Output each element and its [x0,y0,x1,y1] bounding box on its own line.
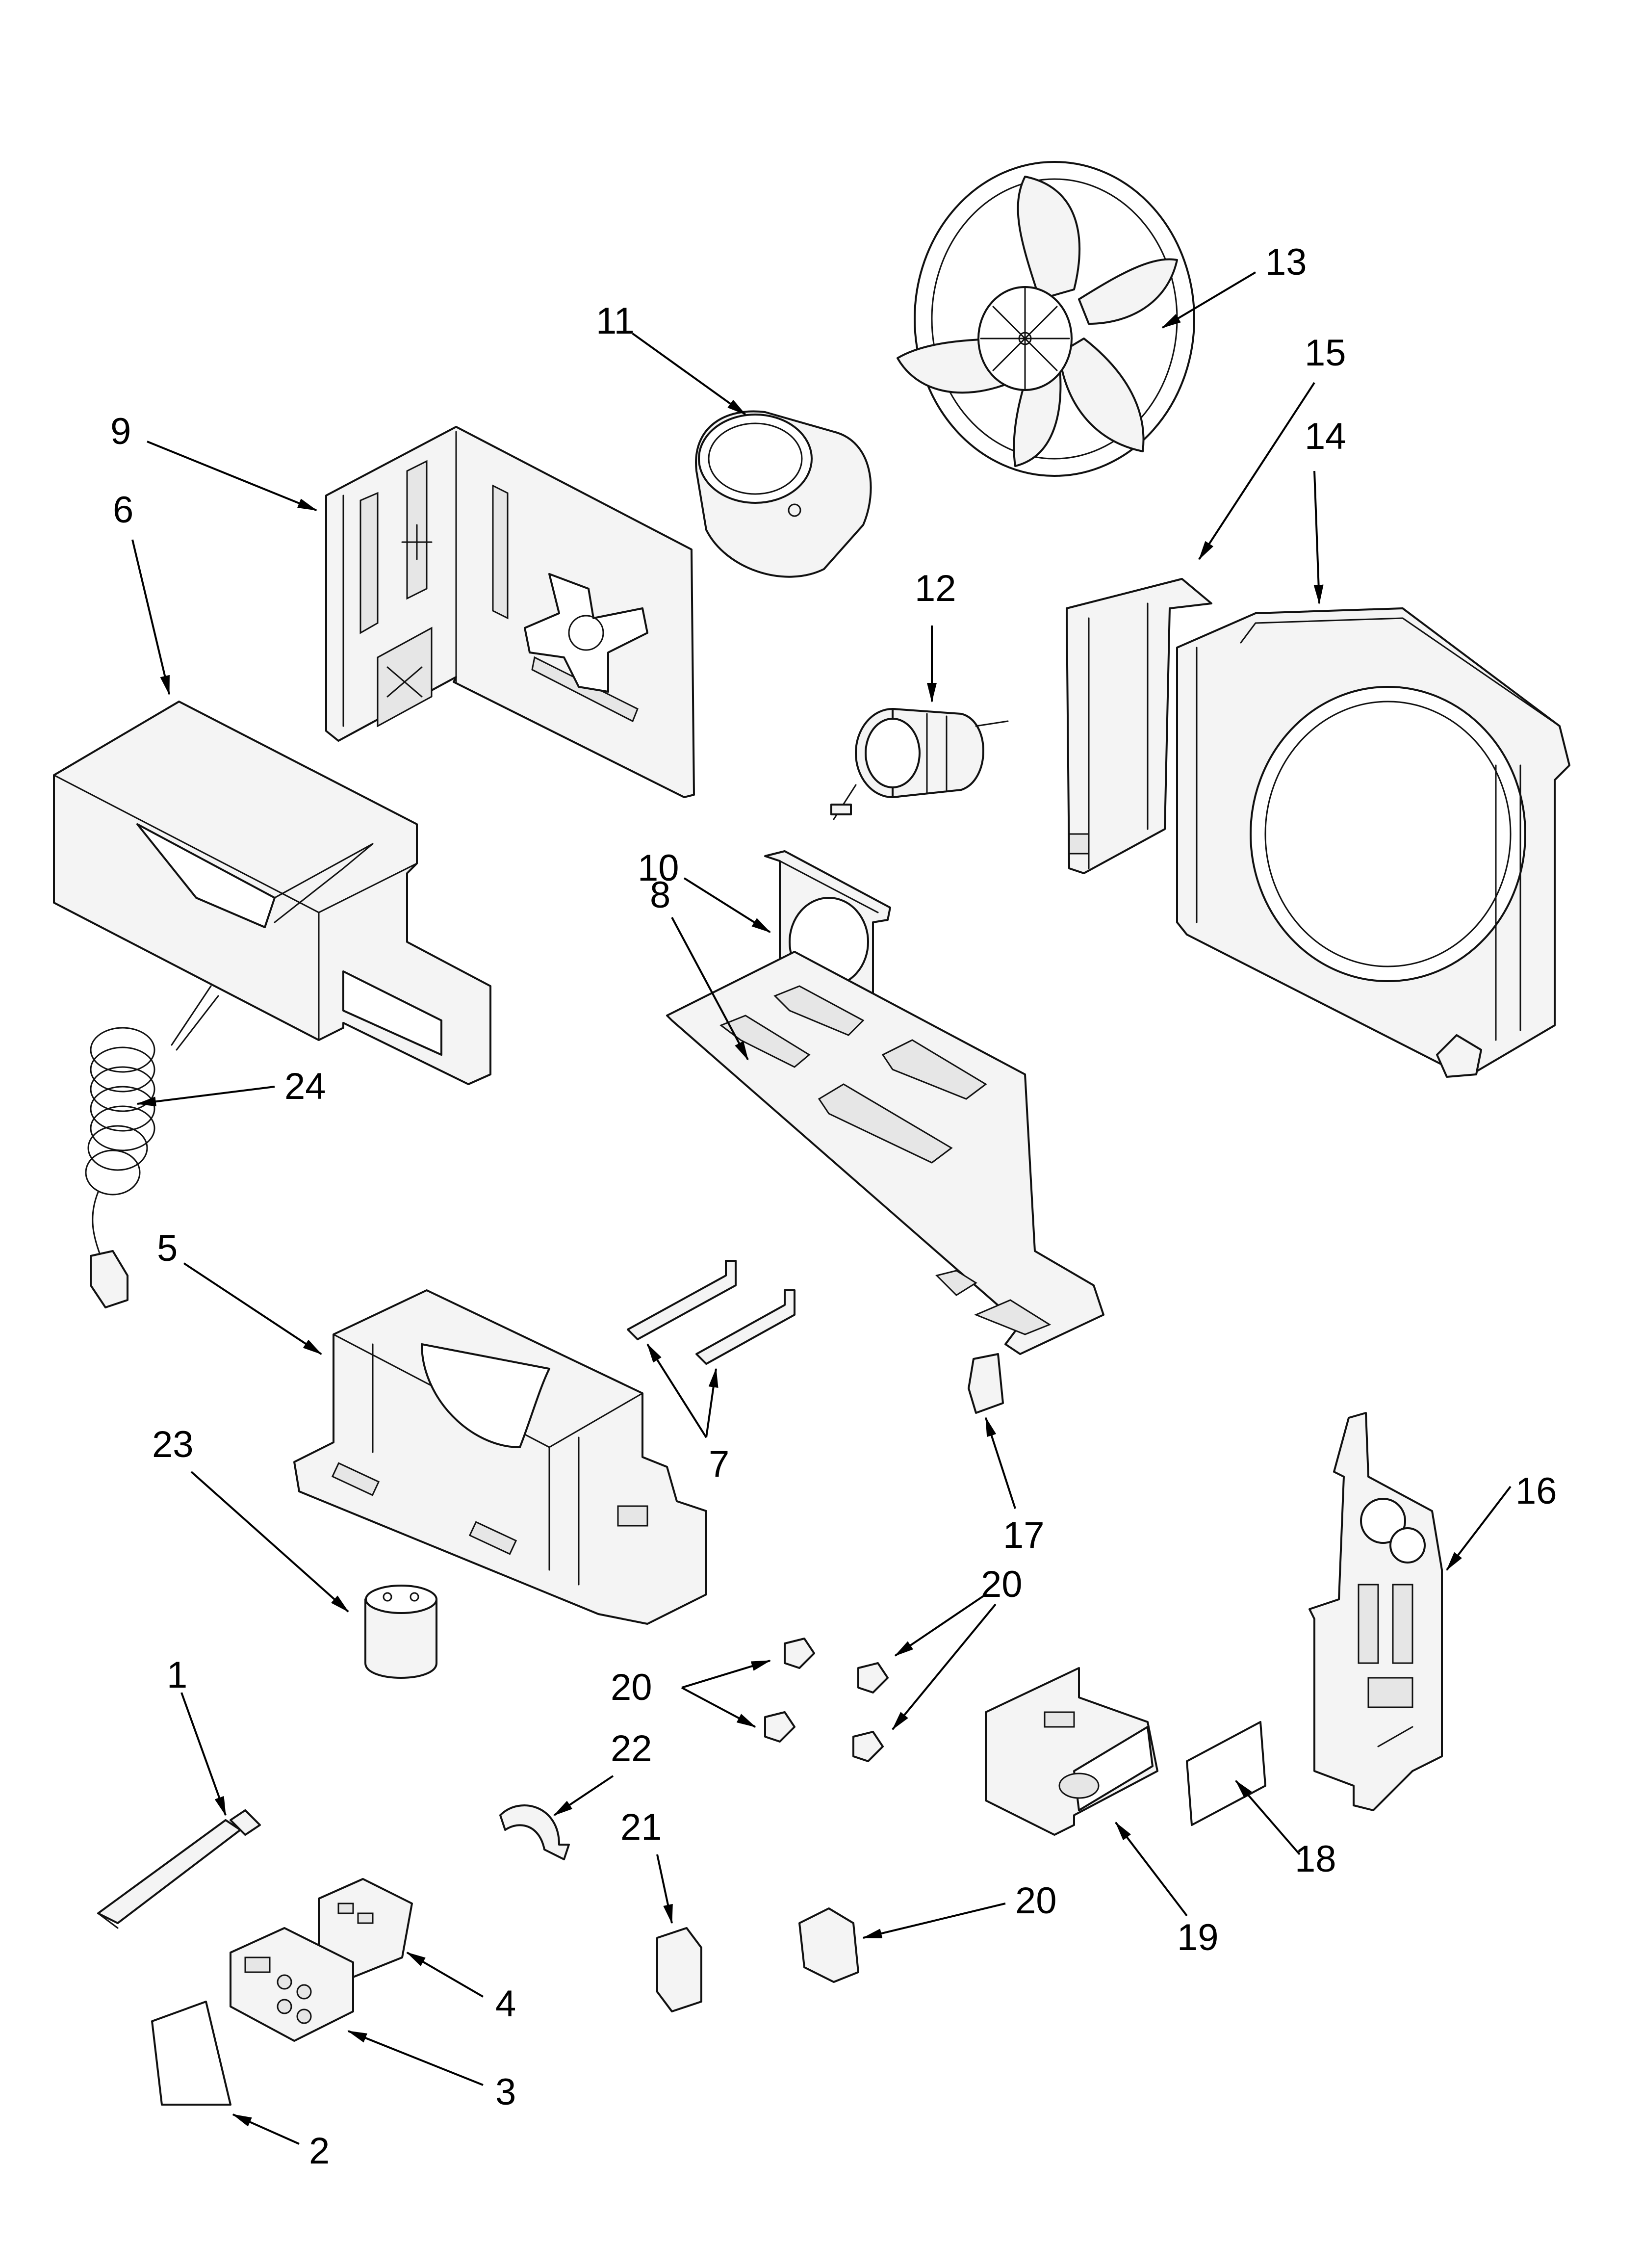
harness-part [97,1809,261,1929]
callout-18: 18 [1295,1838,1336,1880]
overlay-part [151,2001,231,2106]
capacitor-part [364,1585,437,1679]
callout-23: 22 [611,1728,652,1770]
callout-3: 3 [495,2071,516,2113]
clip-part [968,1353,1004,1414]
callout-20-upper: 20 [981,1564,1023,1605]
rail-brackets-part [627,1260,795,1365]
leader-lines [131,271,1512,2145]
relay-part [656,1927,702,2012]
callout-10: 10 [638,847,679,889]
callout-25: 24 [284,1066,326,1107]
callout-9: 9 [110,411,131,452]
callout-5: 5 [157,1227,178,1269]
callout-15: 15 [1305,332,1346,374]
callout-17: 17 [1003,1514,1045,1556]
callout-21: 20 [1015,1880,1057,1922]
blower-housing-part [293,1289,707,1625]
callout-6: 6 [113,489,133,531]
callout-14: 14 [1305,416,1346,457]
transformer-part [798,1907,859,1983]
power-cord-part [85,985,219,1308]
callout-19: 19 [1177,1917,1219,1958]
callout-numbers: 13 11 15 14 9 6 12 10 8 24 5 7 17 16 23 … [110,241,1557,2172]
callout-20-lower: 20 [611,1667,652,1708]
callout-16: 16 [1515,1470,1557,1512]
label-plate-part [1186,1721,1266,1826]
control-bracket-part [1308,1412,1443,1811]
control-board-part [318,1878,413,1978]
fan-motor-part [830,708,1009,820]
callout-12: 12 [915,568,956,609]
callout-4: 4 [495,1983,516,2025]
clamp-part [499,1804,570,1860]
fan-shroud-part [695,410,872,578]
wire-clips-part [764,1638,889,1762]
callout-22: 21 [620,1806,662,1848]
back-panel-part [325,426,695,798]
callout-11: 11 [596,300,635,342]
callout-2: 2 [309,2130,330,2172]
callout-7: 7 [709,1443,729,1485]
electrical-box-part [985,1667,1158,1836]
callout-1: 1 [167,1654,187,1696]
divider-plate-part [666,951,1104,1355]
callout-24: 23 [152,1424,194,1465]
side-bracket-part [1066,578,1212,874]
control-panel-part [230,1927,354,2042]
callout-8: 8 [650,874,670,916]
blower-wheel-part [897,161,1195,477]
condenser-shroud-part [1176,607,1570,1078]
drain-tray-part [53,701,491,1085]
callout-13: 13 [1265,241,1307,283]
